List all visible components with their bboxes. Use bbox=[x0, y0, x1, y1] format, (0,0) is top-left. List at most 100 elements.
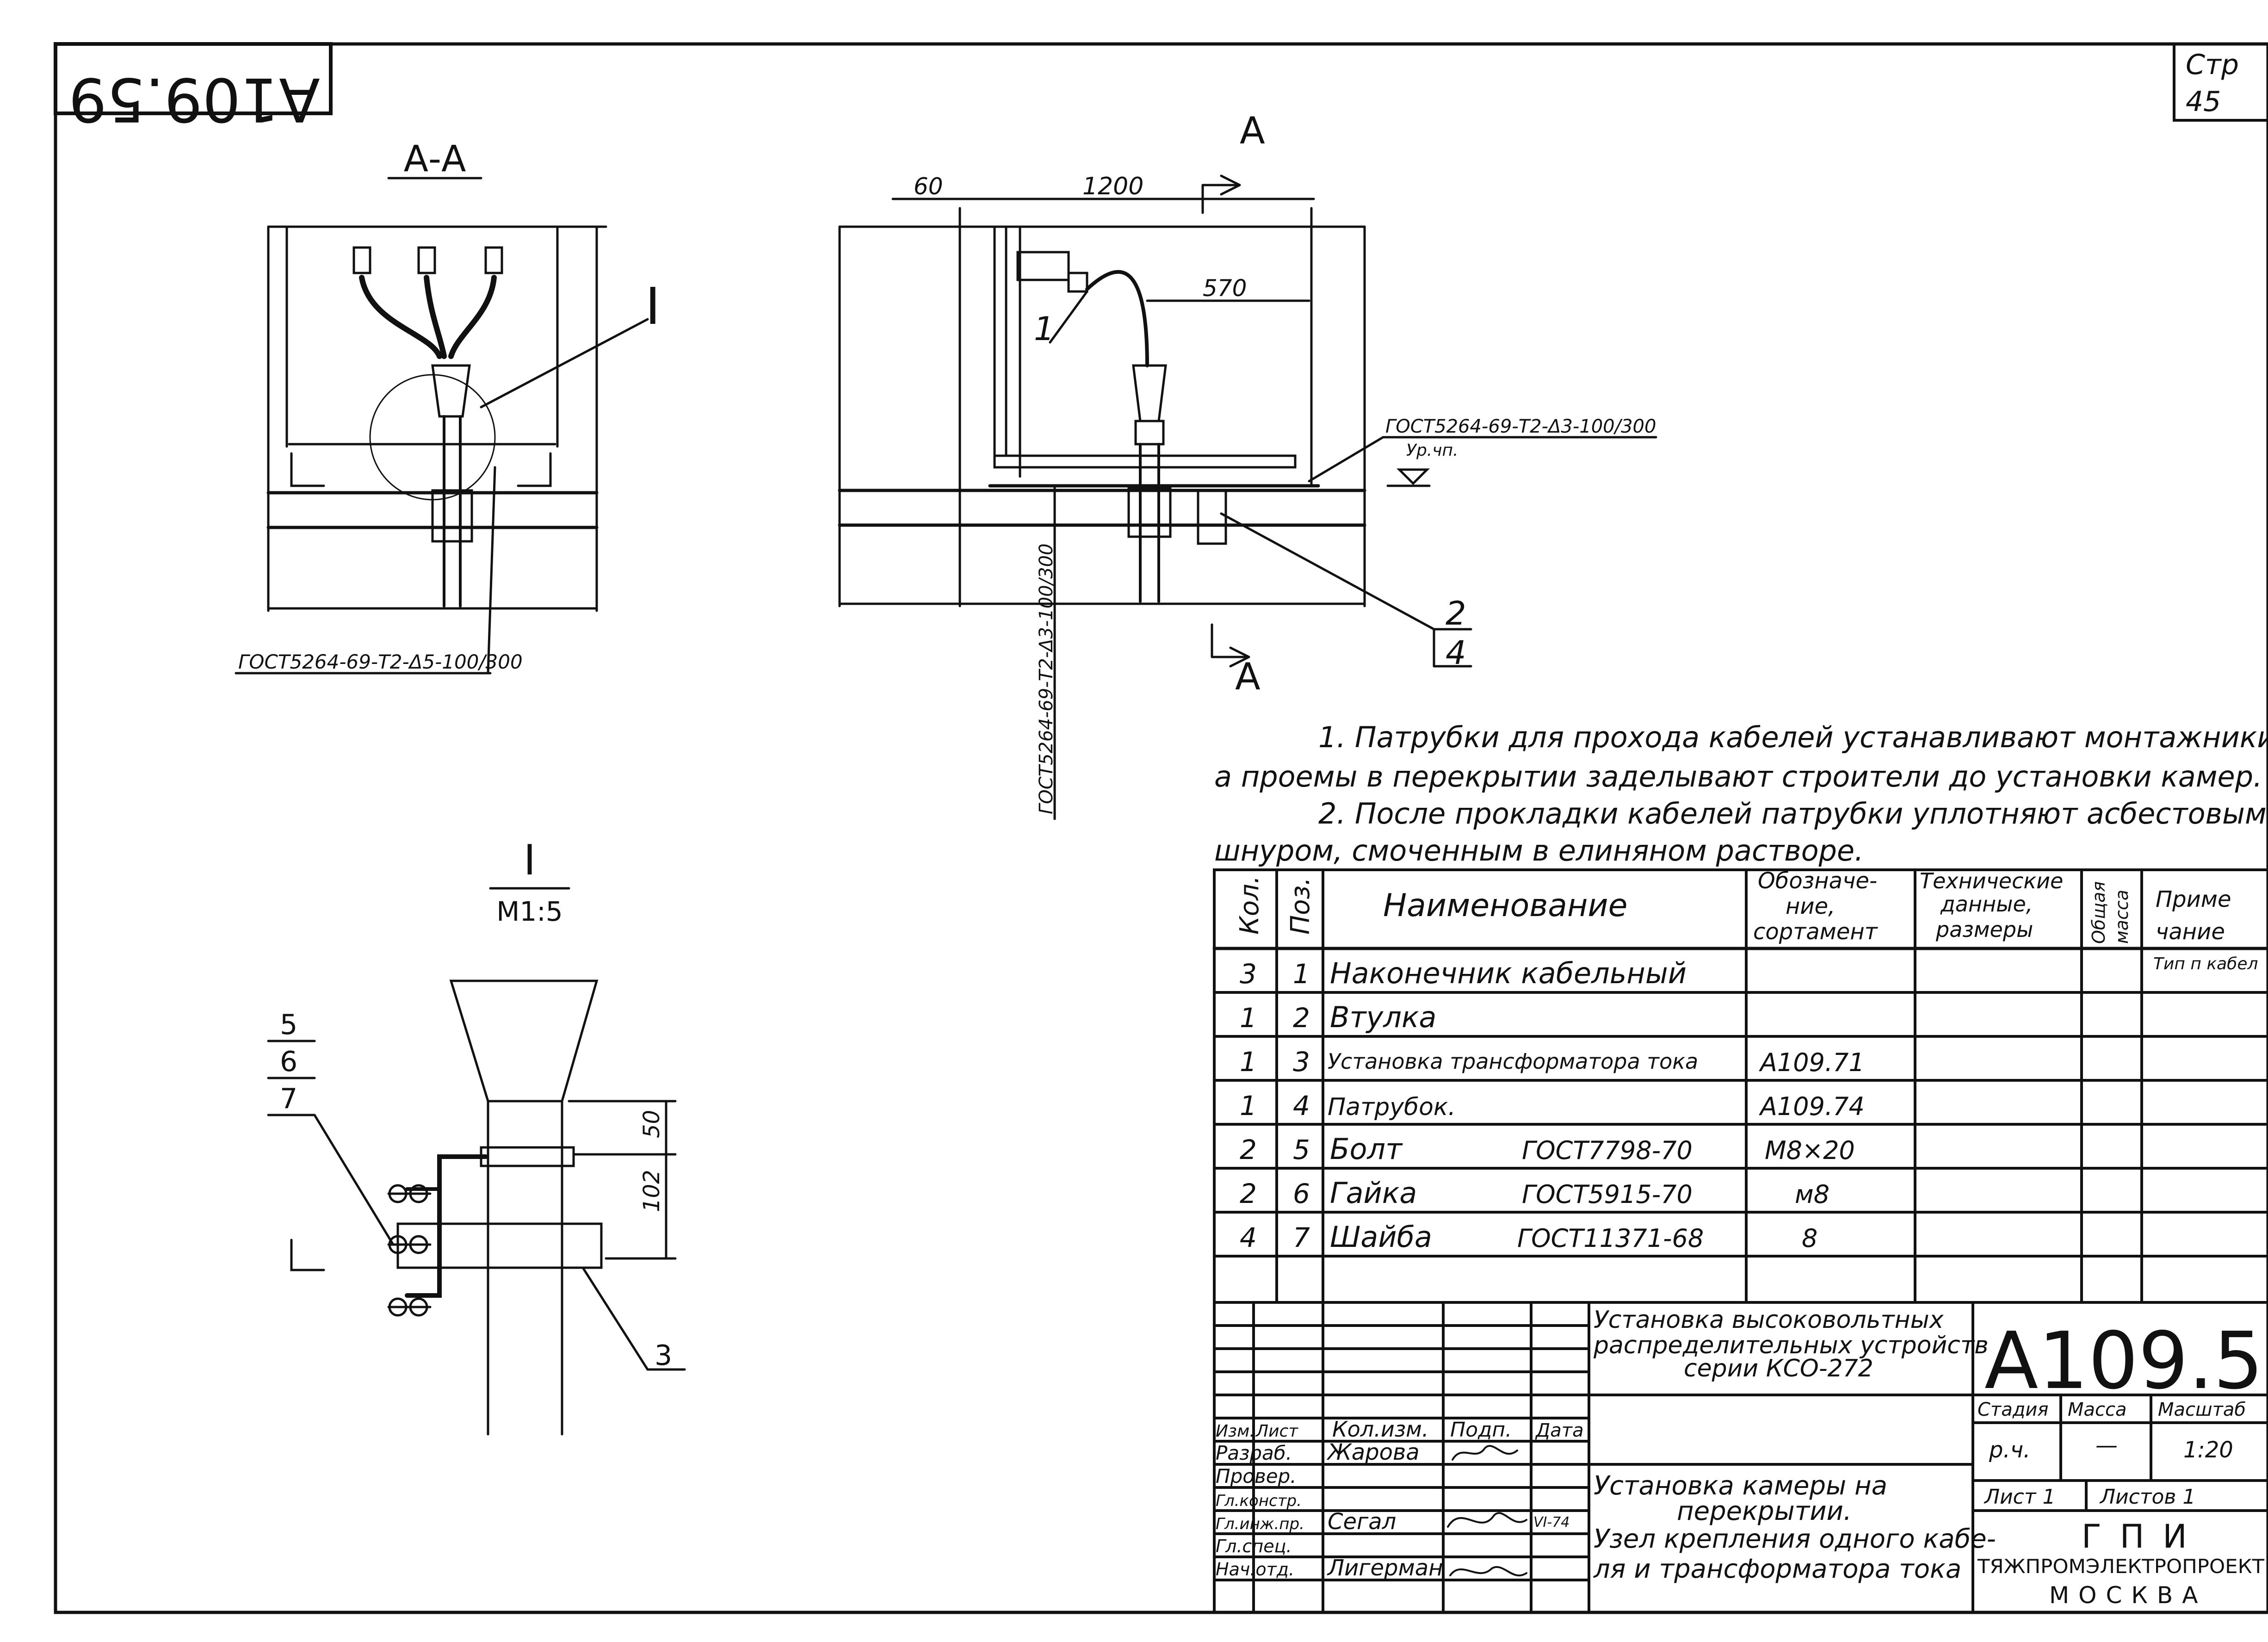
col-podp: Подп. bbox=[1450, 1418, 1512, 1442]
cell-name: Втулка bbox=[1330, 1000, 1436, 1034]
title-block-text: Установка высоковольтных распределительн… bbox=[1216, 1306, 2268, 1609]
org-city: МОСКВА bbox=[2049, 1582, 2207, 1609]
cell-oboz: А109.74 bbox=[1759, 1092, 1865, 1121]
cell-prim: Тип п кабел bbox=[2153, 954, 2258, 973]
cell-poz: 6 bbox=[1293, 1178, 1310, 1209]
part3-label: 3 bbox=[655, 1339, 672, 1372]
hdr-poz: Поз. bbox=[1285, 877, 1316, 935]
detail-view: I М1:5 50 102 5 6 bbox=[267, 836, 686, 1436]
hdr-mass-1: Общая bbox=[2089, 881, 2109, 944]
project-line-3: серии КСО-272 bbox=[1684, 1355, 1873, 1382]
cell-kol: 2 bbox=[1240, 1178, 1257, 1209]
corner-code-text: A109.59 bbox=[68, 64, 320, 135]
hdr-tech-2: данные, bbox=[1940, 892, 2033, 917]
note-line-4: шнуром, смоченным в елиняном растворе. bbox=[1214, 834, 1864, 867]
hdr-tech-1: Технические bbox=[1920, 868, 2063, 893]
hdr-prim-1: Приме bbox=[2156, 886, 2231, 912]
section-leader-label: I bbox=[645, 277, 660, 336]
cell-kol: 1 bbox=[1240, 1090, 1257, 1122]
label-6: 6 bbox=[280, 1046, 297, 1078]
cell-poz: 5 bbox=[1293, 1134, 1310, 1165]
cell-oboz: 8 bbox=[1802, 1224, 1817, 1253]
vertical-gost-note: ГОСТ5264-69-Т2-Δ3-100/300 bbox=[1036, 544, 1057, 814]
dim-left: 60 bbox=[914, 173, 943, 200]
cell-kol: 2 bbox=[1240, 1134, 1257, 1165]
sheets-label: Листов 1 bbox=[2099, 1485, 2195, 1509]
page-number: 45 bbox=[2186, 86, 2221, 118]
front-view: 60 1200 А 570 bbox=[838, 109, 1657, 820]
callout-bottom: 4 bbox=[1446, 634, 1466, 672]
scale-value: 1:20 bbox=[2183, 1437, 2233, 1463]
signatures bbox=[1447, 1445, 1527, 1577]
hdr-name: Наименование bbox=[1383, 887, 1627, 924]
sheet-frame bbox=[54, 42, 2268, 1614]
cell-name: Шайба bbox=[1330, 1220, 1432, 1254]
table-row: 1 2 Втулка bbox=[1240, 1000, 1436, 1034]
name-glinzh: Сегал bbox=[1328, 1509, 1396, 1535]
section-aa-title: А-А bbox=[404, 138, 466, 180]
label-7: 7 bbox=[280, 1083, 297, 1115]
col-list: Лист bbox=[1255, 1422, 1298, 1441]
sheet-label: Лист 1 bbox=[1984, 1485, 2055, 1509]
col-kol: Кол.изм. bbox=[1332, 1417, 1429, 1442]
page-label: Стр bbox=[2186, 49, 2239, 81]
table-row: 1 4 Патрубок. А109.74 bbox=[1240, 1090, 1865, 1122]
cell-gost: ГОСТ5915-70 bbox=[1522, 1180, 1693, 1209]
hdr-tech-3: размеры bbox=[1935, 917, 2033, 942]
note-line-1: 1. Патрубки для прохода кабелей устанавл… bbox=[1318, 720, 2268, 754]
cell-poz: 3 bbox=[1293, 1046, 1310, 1078]
table-row: 2 6 Гайка ГОСТ5915-70 м8 bbox=[1240, 1176, 1829, 1210]
hdr-oboz-2: ние, bbox=[1786, 893, 1835, 919]
cell-poz: 1 bbox=[1293, 958, 1310, 990]
cell-name: Установка трансформатора тока bbox=[1328, 1049, 1698, 1074]
bolt-group bbox=[387, 1184, 432, 1317]
title-line-4: ля и трансформатора тока bbox=[1593, 1554, 1961, 1584]
corner-code-stamp: A109.59 bbox=[54, 42, 333, 135]
name-nachotd: Лигерман bbox=[1327, 1555, 1443, 1581]
role-glspec: Гл.спец. bbox=[1216, 1536, 1292, 1556]
col-izm: Изм. bbox=[1216, 1422, 1255, 1441]
role-glinzh: Гл.инж.пр. bbox=[1216, 1515, 1304, 1533]
note-line-2: а проемы в перекрытии заделывают строите… bbox=[1214, 760, 2262, 793]
title-line-1: Установка камеры на bbox=[1594, 1471, 1887, 1501]
note-line-3: 2. После прокладки кабелей патрубки упло… bbox=[1318, 797, 2267, 830]
mass-value: — bbox=[2095, 1432, 2118, 1458]
hdr-oboz-1: Обозначе- bbox=[1758, 868, 1877, 894]
title-block bbox=[1213, 1301, 2268, 1614]
cell-poz: 7 bbox=[1293, 1222, 1310, 1253]
role-prover: Провер. bbox=[1216, 1465, 1297, 1487]
role-nachotd: Нач.отд. bbox=[1216, 1559, 1294, 1580]
project-line-1: Установка высоковольтных bbox=[1594, 1306, 1944, 1334]
cell-gost: ГОСТ11371-68 bbox=[1517, 1224, 1704, 1253]
stage-label: Стадия bbox=[1978, 1399, 2048, 1420]
section-mark-top: А bbox=[1240, 109, 1265, 152]
cable-terminals bbox=[352, 246, 503, 359]
table-row: 1 3 Установка трансформатора тока А109.7… bbox=[1240, 1046, 1865, 1078]
hdr-oboz-3: сортамент bbox=[1753, 919, 1879, 945]
cell-name: Болт bbox=[1330, 1132, 1403, 1166]
col-date: Дата bbox=[1535, 1420, 1584, 1441]
role-glkonstr: Гл.констр. bbox=[1216, 1492, 1302, 1510]
label-5: 5 bbox=[280, 1009, 297, 1041]
cell-oboz: м8 bbox=[1795, 1180, 1829, 1209]
spec-table bbox=[1212, 868, 2268, 1304]
notes-block: 1. Патрубки для прохода кабелей устанавл… bbox=[1214, 720, 2268, 867]
detail-scale: М1:5 bbox=[496, 896, 562, 927]
section-aa-view: А-А I ГОСТ bbox=[235, 138, 660, 675]
dim-width: 1200 bbox=[1082, 173, 1143, 200]
cell-kol: 1 bbox=[1240, 1046, 1257, 1078]
title-line-2: перекрытии. bbox=[1677, 1496, 1852, 1526]
callout-top: 2 bbox=[1446, 595, 1466, 632]
cell-poz: 2 bbox=[1293, 1002, 1310, 1034]
cell-kol: 3 bbox=[1240, 958, 1257, 990]
table-row: 2 5 Болт ГОСТ7798-70 М8×20 bbox=[1240, 1132, 1855, 1166]
scale-label: Масштаб bbox=[2158, 1399, 2246, 1420]
hdr-mass-2: масса bbox=[2112, 890, 2132, 944]
item1-label: 1 bbox=[1034, 310, 1055, 348]
role-razrab: Разраб. bbox=[1216, 1442, 1292, 1464]
org-logo: ГПИ bbox=[2082, 1518, 2206, 1555]
detail-circle-i bbox=[369, 374, 496, 501]
date-value: VI-74 bbox=[1533, 1514, 1570, 1530]
cell-name: Гайка bbox=[1330, 1176, 1417, 1210]
